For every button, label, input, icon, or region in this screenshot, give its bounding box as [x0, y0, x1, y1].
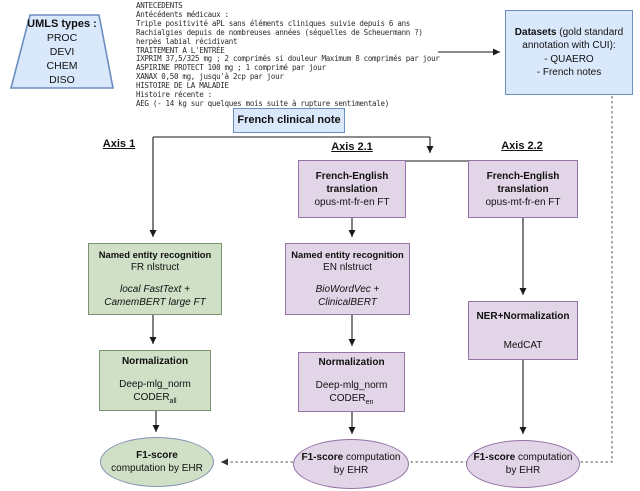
axis1-ner-title: Named entity recognition	[98, 248, 212, 260]
axis22-translation-model: opus-mt-fr-en FT	[485, 196, 561, 208]
axis22-translation-title1: French-English	[486, 170, 560, 182]
axis21-norm-model: Deep-mlg_norm	[315, 380, 388, 392]
axis21-ner-title: Named entity recognition	[291, 248, 404, 260]
axis1-ner-model1: local FastText +	[120, 284, 190, 296]
dashed-datasets-to-f1-path	[221, 96, 613, 466]
axis22-f1-ellipse: F1-score computation by EHR	[466, 440, 580, 488]
datasets-item-french-notes: - French notes	[536, 66, 602, 78]
axis1-f1-ellipse: F1-score computation by EHR	[100, 437, 214, 487]
axis21-translation-title2: translation	[326, 183, 378, 195]
axis21-ner-tool: EN nlstruct	[323, 262, 372, 274]
umls-title: UMLS types :	[27, 18, 97, 30]
axis1-norm-model: Deep-mlg_norm	[119, 378, 191, 390]
axis22-translation-box: French-English translation opus-mt-fr-en…	[468, 160, 578, 218]
axis1-ner-box: Named entity recognition FR nlstruct loc…	[88, 243, 222, 315]
axis21-norm-title: Normalization	[318, 357, 385, 369]
axis21-ner-models: BioWordVec + ClinicalBERT	[316, 283, 380, 309]
datasets-item-quaero: - QUAERO	[544, 53, 594, 65]
axis21-f1-line2: by EHR	[333, 465, 369, 476]
french-clinical-note-label: French clinical note	[237, 114, 341, 127]
axis1-ner-tool: FR nlstruct	[130, 262, 180, 274]
axis21-translation-title1: French-English	[315, 170, 389, 182]
axis1-f1-line2: computation by EHR	[111, 463, 203, 474]
datasets-title-bold: Datasets	[514, 27, 557, 39]
axis1-ner-models: local FastText + CamemBERT large FT	[104, 283, 206, 309]
umls-type-diso: DISO	[49, 74, 75, 86]
axis22-nernorm-model: MedCAT	[503, 339, 543, 351]
axis21-f1-line1: F1-score computation	[301, 452, 401, 463]
axis22-translation-title2: translation	[497, 183, 549, 195]
umls-type-proc: PROC	[46, 32, 78, 44]
axis22-nernorm-box: NER+Normalization MedCAT	[468, 301, 578, 360]
datasets-box: Datasets (gold standard annotation with …	[505, 10, 633, 95]
axis22-label: Axis 2.2	[501, 140, 543, 152]
axis22-nernorm-title: NER+Normalization	[476, 310, 570, 322]
axis21-f1-ellipse: F1-score computation by EHR	[293, 439, 409, 489]
axis1-normalization-box: Normalization Deep-mlg_norm CODERall	[99, 350, 211, 411]
umls-type-chem: CHEM	[46, 60, 78, 72]
axis1-ner-model2: CamemBERT large FT	[104, 297, 206, 309]
axis21-norm-coder: CODERen	[329, 393, 374, 407]
axis1-label: Axis 1	[102, 138, 136, 150]
axis1-norm-coder-sub: all	[169, 397, 177, 405]
axis21-norm-coder-sub: en	[365, 399, 374, 407]
axis1-norm-title: Normalization	[121, 355, 189, 367]
umls-types-legend: UMLS types : PROC DEVI CHEM DISO	[10, 17, 114, 87]
axis21-ner-box: Named entity recognition EN nlstruct Bio…	[285, 243, 410, 315]
axis21-translation-box: French-English translation opus-mt-fr-en…	[298, 160, 406, 218]
french-clinical-note-box: French clinical note	[233, 108, 345, 133]
axis21-ner-model1: BioWordVec +	[315, 284, 380, 296]
clinical-note-text: ANTECEDENTS Antécédents médicaux : Tripl…	[136, 1, 440, 108]
axis21-translation-model: opus-mt-fr-en FT	[314, 196, 390, 208]
umls-type-devi: DEVI	[49, 46, 75, 58]
datasets-title: Datasets (gold standard annotation with …	[508, 26, 630, 52]
axis21-ner-model2: ClinicalBERT	[318, 297, 377, 309]
axis1-f1-line1: F1-score	[136, 450, 178, 461]
axis21-normalization-box: Normalization Deep-mlg_norm CODERen	[298, 352, 405, 412]
axis22-f1-line1: F1-score computation	[473, 452, 573, 463]
axis21-label: Axis 2.1	[331, 141, 373, 153]
datasets-title-rest: (gold standard annotation with CUI):	[522, 27, 624, 52]
axis22-f1-line2: by EHR	[505, 465, 541, 476]
umls-trapezoid-shape	[9, 14, 114, 89]
axis1-norm-coder: CODERall	[133, 391, 177, 405]
